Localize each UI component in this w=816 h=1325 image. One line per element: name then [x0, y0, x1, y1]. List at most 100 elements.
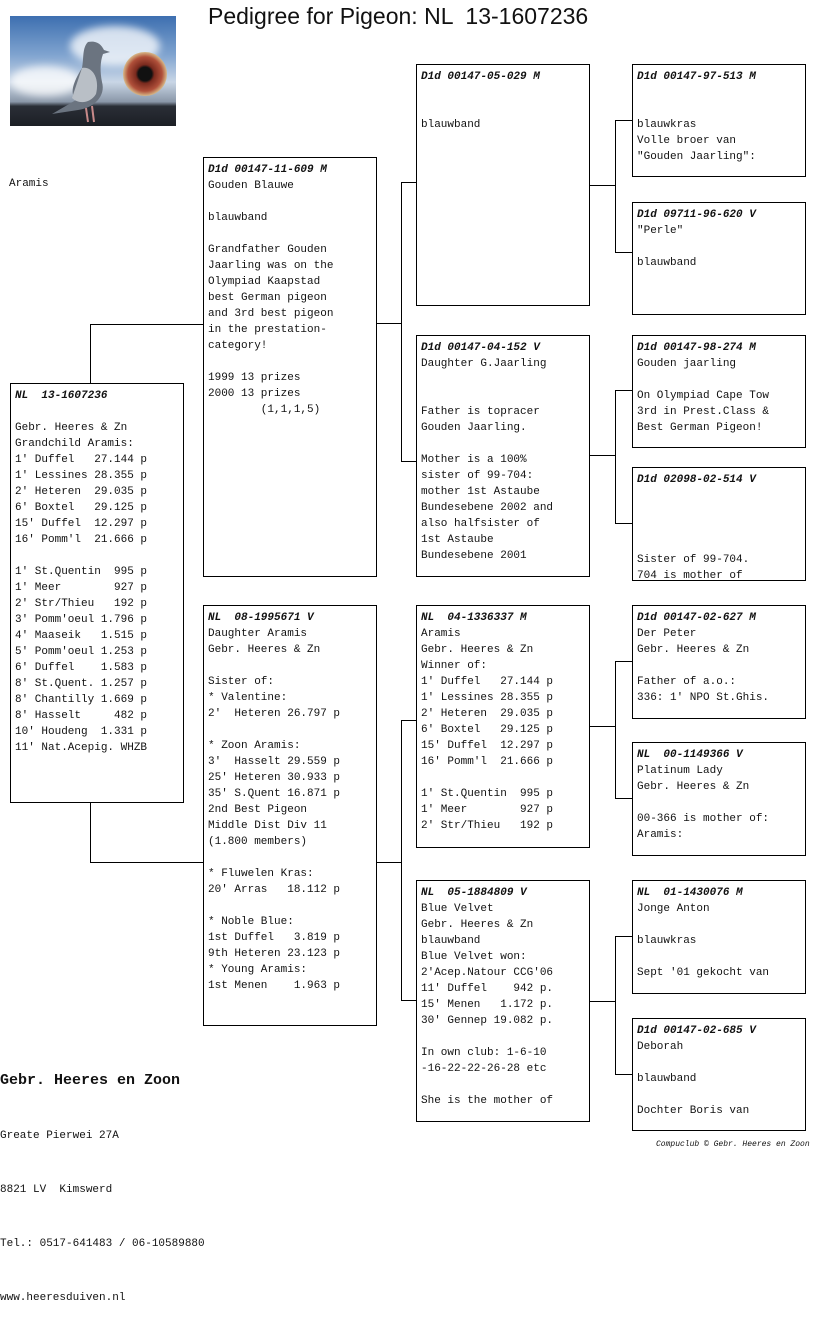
pigeon-info-line: 3' Pomm'oeul 1.796 p [15, 614, 148, 626]
pigeon-info-line: 1' Duffel 27.144 p [421, 676, 554, 688]
pigeon-info-line [208, 658, 376, 674]
pigeon-info-line: 2nd Best Pigeon [208, 804, 308, 816]
connector [615, 798, 632, 799]
pigeon-info-line: 1st Duffel 3.819 p [208, 932, 341, 944]
pigeon-info-line [637, 504, 805, 520]
ring-number: NL 13-1607236 [15, 390, 108, 402]
pigeon-info-line: Olympiad Kaapstad [208, 276, 321, 288]
ring-number: D1d 00147-02-685 V [637, 1025, 756, 1037]
pigeon-info-line: 2' Str/Thieu 192 p [421, 820, 554, 832]
pigeon-info-line: 1' Meer 927 p [421, 804, 554, 816]
pigeon-info-line: "Gouden Jaarling": [637, 151, 756, 163]
ring-number: NL 05-1884809 V [421, 887, 527, 899]
pigeon-info-line: Aramis: [637, 829, 684, 841]
pigeon-info-line [421, 101, 589, 117]
pigeon-info-line: Middle Dist Div 11 [208, 820, 327, 832]
pigeon-info-line [421, 85, 589, 101]
pigeon-info-line: "Perle" [637, 225, 684, 237]
pigeon-info-line: * Noble Blue: [208, 916, 294, 928]
pigeon-info-line: Father of a.o.: [637, 676, 737, 688]
connector [401, 182, 416, 183]
pigeon-info-line: (1,1,1,5) [208, 404, 321, 416]
pigeon-info-line: Gebr. Heeres & Zn [208, 644, 321, 656]
ring-number: D1d 00147-04-152 V [421, 342, 540, 354]
pigeon-info-line: blauwkras [637, 935, 697, 947]
ring-number: D1d 00147-05-029 M [421, 71, 540, 83]
pigeon-info-line [421, 436, 589, 452]
ring-number: NL 01-1430076 M [637, 887, 743, 899]
ring-number: NL 04-1336337 M [421, 612, 527, 624]
pigeon-info-line: * Zoon Aramis: [208, 740, 301, 752]
breeder-website: www.heeresduiven.nl [0, 1292, 126, 1304]
pigeon-info-line: 11' Duffel 942 p. [421, 983, 554, 995]
pigeon-info-line [637, 85, 805, 101]
pigeon-info-line: Blue Velvet won: [421, 951, 527, 963]
pigeon-info-line: Gebr. Heeres & Zn [15, 422, 128, 434]
ring-number: D1d 00147-97-513 M [637, 71, 756, 83]
pigeon-info-line [637, 536, 805, 552]
pigeon-info-line [637, 1055, 805, 1071]
pigeon-info-line: * Young Aramis: [208, 964, 308, 976]
connector [589, 455, 615, 456]
pigeon-info-line: 9th Heteren 23.123 p [208, 948, 341, 960]
pigeon-info-line: Der Peter [637, 628, 697, 640]
pigeon-info-line: 2' Heteren 26.797 p [208, 708, 341, 720]
pigeon-info-line: 704 is mother of [637, 570, 743, 581]
pigeon-box-ggp: D1d 09711-96-620 V"Perle"blauwband [632, 202, 806, 315]
pigeon-info-line: Bundesebene 2002 and [421, 502, 554, 514]
connector [615, 936, 632, 937]
pigeon-info-line: 2000 13 prizes [208, 388, 301, 400]
pigeon-info-line: 3rd in Prest.Class & [637, 406, 770, 418]
pigeon-info-line: 1' Meer 927 p [15, 582, 148, 594]
pigeon-info-line: 35' S.Quent 16.871 p [208, 788, 341, 800]
pigeon-info-line: 1999 13 prizes [208, 372, 301, 384]
pigeon-info-line: 2' Heteren 29.035 p [15, 486, 148, 498]
pigeon-name: Aramis [9, 178, 49, 190]
ring-number: D1d 00147-11-609 M [208, 164, 327, 176]
pigeon-info-line: Gouden Blauwe [208, 180, 294, 192]
pigeon-info-line: mother 1st Astaube [421, 486, 540, 498]
connector [401, 720, 416, 721]
pigeon-info-line [421, 388, 589, 404]
pigeon-photo [10, 16, 176, 126]
pigeon-info-line: 2' Str/Thieu 192 p [15, 598, 148, 610]
pigeon-info-line [421, 770, 589, 786]
pigeon-info-line [637, 949, 805, 965]
pigeon-info-line [637, 917, 805, 933]
pigeon-info-line: Gebr. Heeres & Zn [421, 919, 534, 931]
pigeon-info-line: Jonge Anton [637, 903, 710, 915]
pigeon-info-line: Gebr. Heeres & Zn [421, 644, 534, 656]
pigeon-info-line: -16-22-22-26-28 etc [421, 1063, 547, 1075]
pigeon-info-line: category! [208, 340, 268, 352]
pigeon-info-line: (1.800 members) [208, 836, 308, 848]
pigeon-info-line: 3' Hasselt 29.559 p [208, 756, 341, 768]
ring-number: D1d 02098-02-514 V [637, 474, 756, 486]
connector [615, 661, 616, 799]
pigeon-image [52, 41, 110, 123]
pigeon-info-line: Gouden Jaarling. [421, 422, 527, 434]
connector [401, 1000, 416, 1001]
connector [376, 862, 401, 863]
pigeon-info-line: Dochter Boris van [637, 1105, 750, 1117]
pigeon-info-line: 8' Hasselt 482 p [15, 710, 148, 722]
pigeon-info-line: 1' Duffel 27.144 p [15, 454, 148, 466]
connector [90, 324, 91, 383]
pigeon-info-line: blauwband [637, 1073, 697, 1085]
connector [90, 802, 91, 862]
pigeon-info-line: 15' Duffel 12.297 p [421, 740, 554, 752]
pigeon-info-line [208, 850, 376, 866]
pigeon-info-line [208, 226, 376, 242]
pigeon-info-line: 20' Arras 18.112 p [208, 884, 341, 896]
pigeon-info-line: blauwband [637, 257, 697, 269]
ring-number: D1d 00147-02-627 M [637, 612, 756, 624]
pigeon-info-line: 15' Menen 1.172 p. [421, 999, 554, 1011]
connector [401, 461, 416, 462]
